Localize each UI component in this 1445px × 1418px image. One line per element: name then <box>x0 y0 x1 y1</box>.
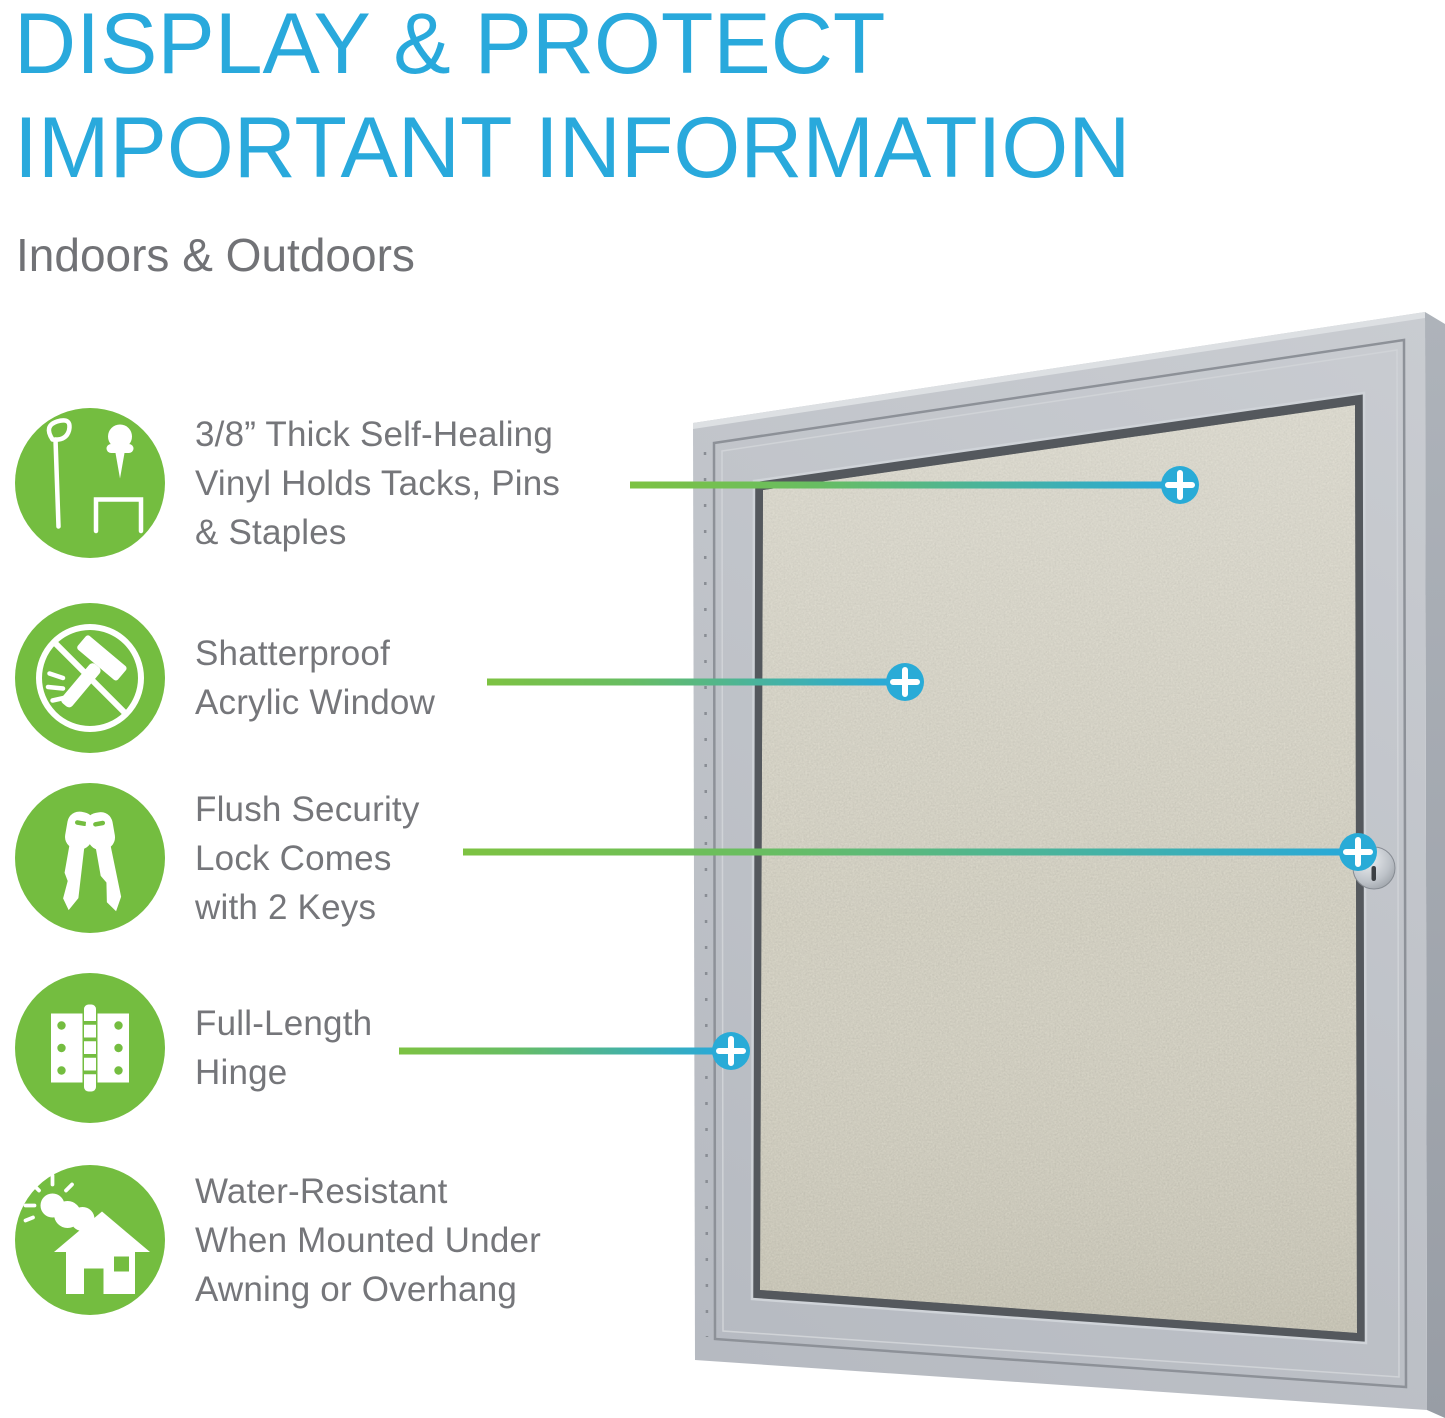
keys-icon <box>63 811 122 912</box>
plus-marker-hinge <box>712 1032 750 1070</box>
feature-badge <box>15 1165 165 1315</box>
title-line-2: IMPORTANT INFORMATION <box>14 100 1131 196</box>
callouts <box>399 466 1377 1070</box>
title-line-1: DISPLAY & PROTECT <box>14 0 886 92</box>
feature-vinyl: 3/8” Thick Self-Healing Vinyl Holds Tack… <box>15 408 560 558</box>
plus-icon <box>716 1036 746 1066</box>
feature-label: Water-Resistant When Mounted Under Awnin… <box>195 1171 542 1309</box>
tack-pin-icon <box>46 418 144 534</box>
plus-marker-lock <box>1339 833 1377 871</box>
display-case <box>693 312 1445 1418</box>
no-hammer-icon <box>36 624 144 732</box>
feature-lock: Flush Security Lock Comes with 2 Keys <box>15 783 420 933</box>
hinge-icon <box>51 1004 129 1092</box>
feature-badge <box>15 603 165 753</box>
feature-badge <box>15 783 165 933</box>
plus-icon <box>890 667 920 697</box>
plus-marker-window <box>886 663 924 701</box>
feature-badge <box>15 973 165 1123</box>
feature-hinge: Full-Length Hinge <box>15 973 372 1123</box>
door-gap-groove <box>712 338 1408 1389</box>
page-title: DISPLAY & PROTECT IMPORTANT INFORMATION <box>14 0 1130 200</box>
feature-label: Shatterproof Acrylic Window <box>195 634 436 722</box>
feature-water-resistant: Water-Resistant When Mounted Under Awnin… <box>15 1165 541 1315</box>
plus-icon <box>1165 470 1195 500</box>
plus-icon <box>1343 837 1373 867</box>
case-top-highlight <box>693 312 1425 429</box>
feature-label: Flush Security Lock Comes with 2 Keys <box>195 789 420 927</box>
hinge-line <box>703 451 709 1338</box>
plus-marker-vinyl <box>1161 466 1199 504</box>
feature-label: Full-Length Hinge <box>195 1004 373 1092</box>
house-sun-icon <box>23 1173 150 1294</box>
feature-shatterproof: Shatterproof Acrylic Window <box>15 603 435 753</box>
feature-badge <box>15 408 165 558</box>
case-side-face <box>1425 312 1445 1418</box>
vinyl-surface <box>760 405 1357 1333</box>
feature-label: 3/8” Thick Self-Healing Vinyl Holds Tack… <box>195 414 561 552</box>
page-subtitle: Indoors & Outdoors <box>16 229 415 281</box>
